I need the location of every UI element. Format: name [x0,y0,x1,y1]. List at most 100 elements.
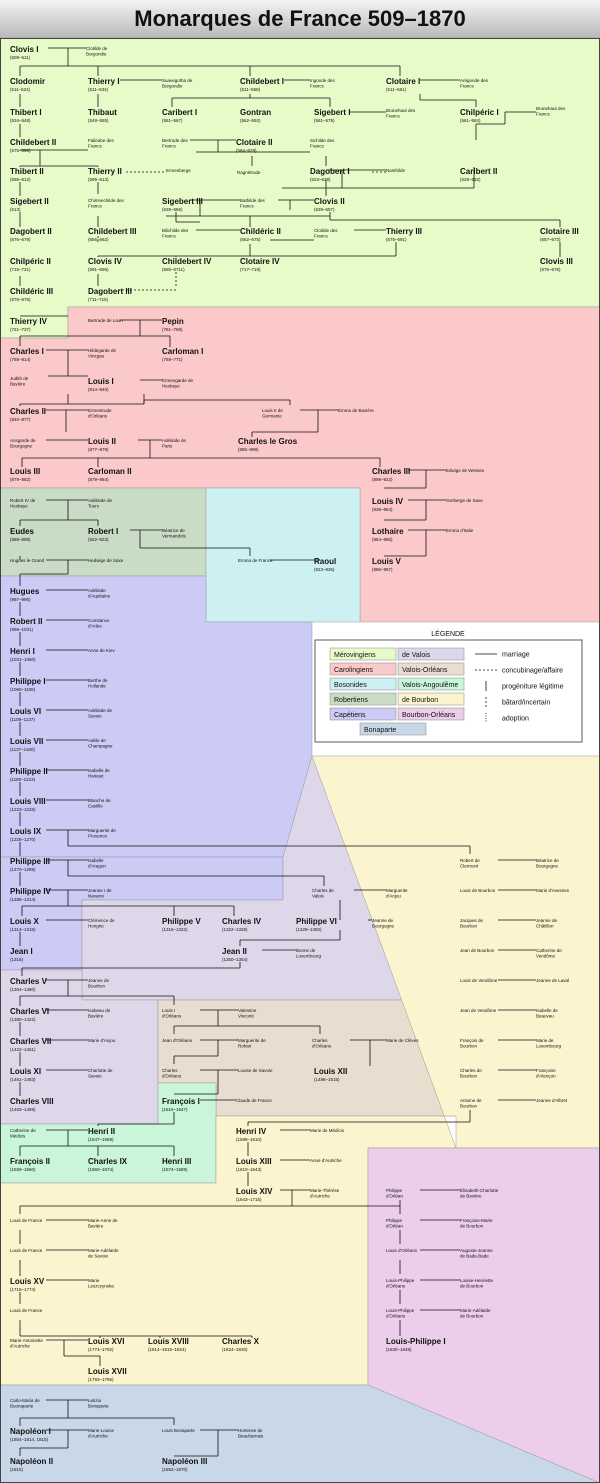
legend-swatch [397,707,465,721]
monarch-name: Philippe I [10,677,46,686]
monarch-louis_philippe: Louis-Philippe I(1830–1848) [386,1337,446,1352]
reign-dates: (1380–1422) [10,1017,36,1022]
monarch-louis12: Louis XII(1498–1515) [314,1067,347,1082]
spouse-name: Hildegarde de [88,348,117,353]
reign-dates: (1804–1814, 1815) [10,1437,49,1442]
spouse-name: Anne de Kiev [88,648,116,653]
spouse-name: de Bourbon [460,1224,484,1229]
spouse-name: Louis-Philippe [386,1278,415,1283]
spouse-louis1_orleans: Louis Id'Orléans [162,1008,182,1019]
reign-dates: (561–575) [314,118,335,123]
reign-dates: (639–656) [162,207,183,212]
monarch-name: Thierry II [88,167,122,176]
spouse-name: Adélaïde [88,588,106,593]
spouse-name: Louis de Vendôme [460,978,498,983]
monarch-thibert1: Thibert I(534–548) [10,108,42,123]
monarch-raoul: Raoul(923–936) [314,557,336,572]
spouse-name: Ermengarde de [162,378,194,383]
spouse-name: Louis-Philippe [386,1308,415,1313]
spouse-name: Jean de Vendôme [460,1008,497,1013]
spouse-hugues_grand: Hugues le Grand [10,558,45,563]
spouse-louis_fr2: Louis de France [10,1248,43,1253]
monarch-thierry3: Thierry III(675–691) [386,227,422,242]
reign-dates: (717–719) [240,267,261,272]
spouse-name: Marguerite de [88,828,116,833]
monarch-name: Charles IX [88,1157,128,1166]
reign-dates: (923–936) [314,567,335,572]
reign-dates: (1643–1715) [236,1197,262,1202]
reign-dates: (1285–1314) [10,897,36,902]
reign-dates: (885–888) [238,447,259,452]
monarch-name: Caribert I [162,108,197,117]
monarch-louis15: Louis XV(1715–1774) [10,1277,45,1292]
spouse-name: Berthe de [88,678,108,683]
monarch-louis13: Louis XIII(1610–1643) [236,1157,272,1172]
monarch-childeric3: Childéric III(675–676) [10,287,53,302]
legend-line-label: concubinage/affaire [502,668,563,675]
spouse-name: de Bavière [460,1194,482,1199]
monarch-name: Louis XVI [88,1337,124,1346]
bonaparte-region [0,1384,600,1483]
spouse-ermenberge: Ermenberge [166,168,191,173]
spouse-name: d'Aquitaine [88,594,111,599]
monarch-name: Caribert II [460,167,497,176]
spouse-name: Jeanne de [372,918,394,923]
monarch-louis18: Louis XVIII(1814–1815–1824) [148,1337,189,1352]
spouse-hedwige: Hedwige de Saxe [88,558,124,563]
monarch-name: Sigebert I [314,108,350,117]
monarch-name: Henri III [162,1157,191,1166]
monarch-name: Hugues [10,587,40,596]
monarch-name: Robert I [88,527,118,536]
monarch-name: Louis IX [10,827,42,836]
spouse-name: Leszczynska [88,1284,114,1289]
monarch-name: Louis X [10,917,40,926]
monarch-name: Louis XVIII [148,1337,189,1346]
spouse-name: Bourgogne [372,924,395,929]
spouse-name: Emma de Bavière [338,408,374,413]
reign-dates: (751–768) [162,327,183,332]
monarch-carloman2: Carloman II(879–884) [88,467,132,482]
reign-dates: (662–675) [240,237,261,242]
spouse-name: Adélaïde de [162,438,187,443]
monarch-name: Dagobert II [10,227,52,236]
spouse-name: Hollande [88,684,106,689]
reign-dates: (954–986) [372,537,393,542]
monarch-name: Thierry III [386,227,422,236]
monarch-louis5: Louis V(986–987) [372,557,402,572]
spouse-name: Ragnétrude [237,170,261,175]
spouse-name: Faileube des [88,138,115,143]
monarch-name: Henri I [10,647,35,656]
reign-dates: (629–632) [460,177,481,182]
reign-dates: (511–561) [386,87,407,92]
spouse-name: Hortense de [238,1428,263,1433]
monarch-thierry2: Thierry II(595–613) [88,167,122,182]
spouse-name: Blanche de [88,798,111,803]
monarch-name: Chilpéric I [460,108,499,117]
legend-line-label: marriage [502,652,530,659]
spouse-name: Marie-Thérèse [310,1188,340,1193]
reign-dates: (1226–1270) [10,837,36,842]
monarch-napoleon1: Napoléon I(1804–1814, 1815) [10,1427,51,1442]
